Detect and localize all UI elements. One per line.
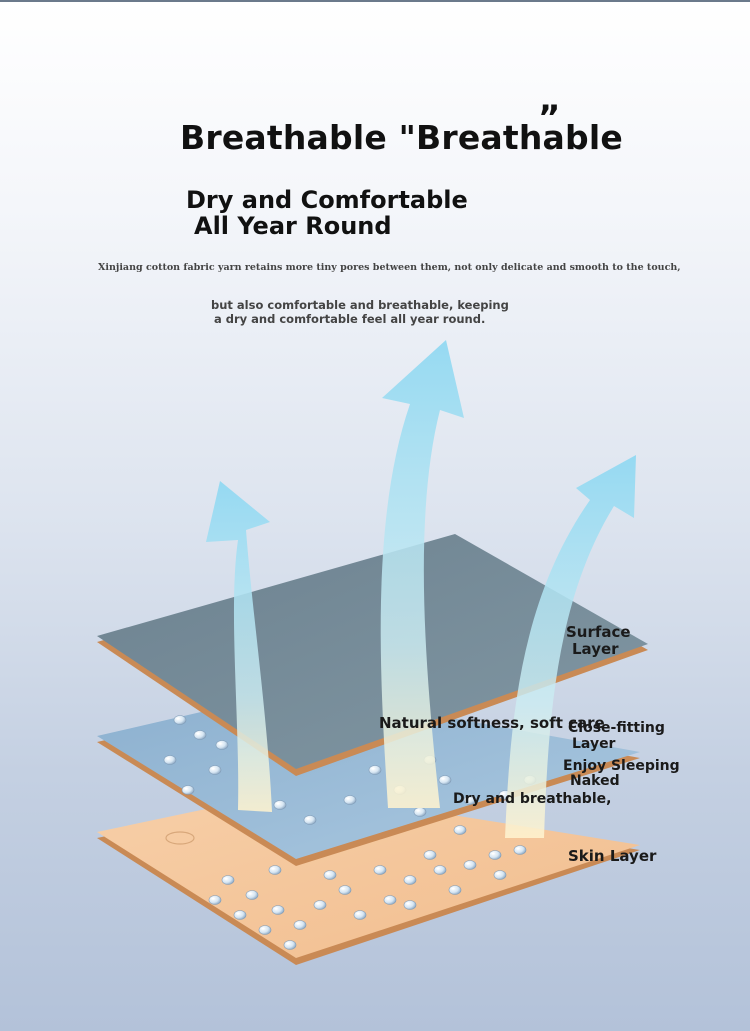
natural-softness-annotation: Natural softness, soft care [379,714,605,732]
dry-breathable-annotation: Dry and breathable, [453,791,612,807]
close-fitting-layer-label-line-2: Layer [572,736,616,752]
upward-airflow-arrow-left [206,481,272,812]
page-title: Breathable "Breathable [180,118,623,157]
top-border-line [0,0,750,2]
skin-layer-label: Skin Layer [568,847,657,865]
surface-layer-board [97,534,648,776]
upward-airflow-arrow-right [505,455,636,838]
subtitle-line-1: Dry and Comfortable [186,186,468,214]
skin-layer-board [97,790,640,965]
surface-layer-label-line-1: Surface [566,623,631,641]
subtitle-line-2: All Year Round [194,212,392,240]
description-line-3: a dry and comfortable feel all year roun… [214,312,486,326]
description-line-2: but also comfortable and breathable, kee… [211,298,509,312]
description-line-1: Xinjiang cotton fabric yarn retains more… [98,262,681,273]
close-fitting-layer-label-line-1: Close-fitting [568,720,665,736]
surface-layer-label-line-2: Layer [572,640,619,658]
title-quote-mark: ” [538,98,561,138]
enjoy-sleeping-annotation-line-2: Naked [570,773,620,789]
enjoy-sleeping-annotation-line-1: Enjoy Sleeping [563,758,680,774]
upward-airflow-arrow-center [380,340,464,808]
